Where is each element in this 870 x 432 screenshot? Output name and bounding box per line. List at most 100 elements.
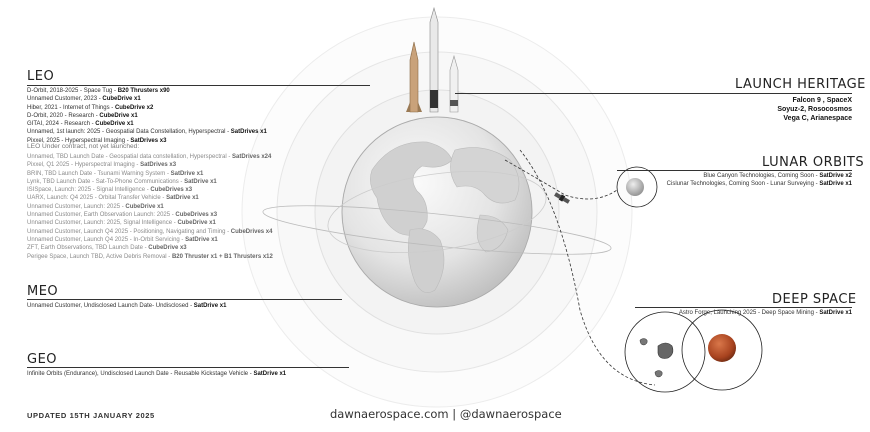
list-item: Infinite Orbits (Endurance), Undisclosed…: [27, 370, 286, 378]
list-item-drive: SatDrive x1: [184, 178, 217, 185]
updated-date: UPDATED 15TH JANUARY 2025: [27, 411, 155, 420]
rocket-icon: [429, 6, 439, 113]
list-item: UARX, Launch: Q4 2025 - Orbital Transfer…: [27, 194, 273, 202]
list-item-text: Perigee Space, Launch TBD, Active Debris…: [27, 253, 172, 260]
list-item-text: ISISpace, Launch: 2025 - Signal Intellig…: [27, 187, 151, 194]
meo-rule: [27, 299, 342, 300]
asteroid-icon: [639, 338, 648, 346]
meo-title: MEO: [27, 284, 59, 299]
geo-list: Infinite Orbits (Endurance), Undisclosed…: [27, 370, 286, 378]
lunar-orbits-list: Blue Canyon Technologies, Coming Soon - …: [667, 172, 852, 189]
list-item-text: Unnamed Customer, Launch Q4 2025 - In-Or…: [27, 236, 186, 243]
list-item-drive: Soyuz-2, Rosocosmos: [777, 106, 852, 113]
list-item-text: Infinite Orbits (Endurance), Undisclosed…: [27, 371, 254, 377]
orbit-ellipse: [327, 170, 547, 254]
list-item-drive: SatDrive x1: [185, 236, 218, 243]
list-item-drive: B20 Thruster x1 + B1 Thrusters x12: [171, 253, 273, 260]
list-item-text: Unnamed Customer, 2023 -: [27, 96, 103, 103]
asteroid-icon: [657, 342, 674, 359]
list-item: Unnamed Customer, Launch Q4 2025 - Posit…: [27, 228, 273, 236]
list-item-drive: SatDrive x1: [819, 181, 852, 188]
list-item-text: Unnamed, 1st launch: 2025 - Geospatial D…: [27, 129, 231, 136]
list-item-text: D-Orbit, 2018-2025 - Space Tug -: [27, 88, 118, 94]
orbit-ellipse: [262, 205, 612, 255]
deep-space-rule: [635, 307, 852, 308]
list-item-drive: SatDrive x1: [193, 303, 227, 309]
list-item-drive: SatDrives x3: [130, 137, 167, 144]
list-item: Unnamed Customer, Undisclosed Launch Dat…: [27, 302, 226, 310]
launch-heritage-title: LAUNCH HERITAGE: [735, 77, 866, 92]
geo-rule: [27, 367, 349, 368]
list-item: Pixxel, Q1 2025 - Hyperspectral Imaging …: [27, 161, 273, 169]
list-item-text: Unnamed Customer, Launch Q4 2025 - Posit…: [27, 228, 231, 235]
leo-contracted-list: Unnamed, TBD Launch Date - Geospatial da…: [27, 153, 273, 261]
list-item-text: BRIN, TBD Launch Date - Tsunami Warning …: [27, 170, 171, 177]
list-item: Cislunar Technologies, Coming Soon - Lun…: [667, 180, 852, 188]
rocket-icon: [449, 54, 459, 113]
list-item-drive: CubeDrive x1: [177, 220, 216, 227]
list-item: ISISpace, Launch: 2025 - Signal Intellig…: [27, 186, 273, 194]
list-item-text: Unnamed Customer, Launch: 2025, Signal I…: [27, 220, 178, 227]
list-item: Unnamed, 1st launch: 2025 - Geospatial D…: [27, 128, 267, 136]
asteroid-icon: [654, 370, 663, 378]
list-item-drive: SatDrive x1: [819, 310, 852, 316]
lunar-transfer-path: [504, 159, 618, 200]
list-item: Soyuz-2, Rosocosmos: [777, 105, 852, 114]
list-item: D-Orbit, 2018-2025 - Space Tug - B20 Thr…: [27, 87, 267, 95]
list-item: Unnamed Customer, Earth Observation Laun…: [27, 211, 273, 219]
list-item-drive: B20 Thrusters x90: [117, 88, 170, 94]
list-item-drive: SatDrive x1: [170, 170, 204, 177]
list-item: Unnamed Customer, Launch Q4 2025 - In-Or…: [27, 236, 273, 244]
list-item-drive: CubeDrive x1: [102, 96, 141, 103]
launch-heritage-rule: [455, 93, 852, 94]
list-item-text: Pixxel, Q1 2025 - Hyperspectral Imaging …: [27, 162, 141, 169]
leo-active-list: D-Orbit, 2018-2025 - Space Tug - B20 Thr…: [27, 87, 267, 145]
list-item: Perigee Space, Launch TBD, Active Debris…: [27, 253, 273, 261]
list-item-drive: SatDrive x1: [253, 371, 287, 377]
list-item-text: GITAI, 2024 - Research -: [27, 121, 96, 128]
deep-space-list: Astro Forge, Launching 2025 - Deep Space…: [679, 309, 852, 317]
list-item-text: Unnamed Customer, Earth Observation Laun…: [27, 212, 176, 219]
lunar-orbits-rule: [617, 170, 852, 171]
deep-space-orbit-ring: [681, 309, 763, 391]
mars-planet-icon: [708, 334, 736, 362]
list-item-text: UARX, Launch: Q4 2025 - Orbital Transfer…: [27, 195, 167, 202]
list-item-text: Astro Forge, Launching 2025 - Deep Space…: [678, 310, 820, 316]
list-item-text: Pixxel, 2025 - Hyperspectral Imaging -: [27, 137, 131, 144]
list-item: BRIN, TBD Launch Date - Tsunami Warning …: [27, 170, 273, 178]
lunar-orbit-ring: [616, 166, 658, 208]
list-item-text: Cislunar Technologies, Coming Soon - Lun…: [666, 181, 820, 188]
list-item: D-Orbit, 2020 - Research - CubeDrive x1: [27, 112, 267, 120]
list-item: GITAI, 2024 - Research - CubeDrive x1: [27, 120, 267, 128]
list-item-drive: CubeDrive x1: [95, 121, 134, 128]
list-item-drive: SatDrive x1: [166, 195, 199, 202]
list-item: ZFT, Earth Observations, TBD Launch Date…: [27, 244, 273, 252]
list-item: Pixxel, 2025 - Hyperspectral Imaging - S…: [27, 137, 267, 145]
list-item: Unnamed Customer, 2023 - CubeDrive x1: [27, 95, 267, 103]
list-item: Blue Canyon Technologies, Coming Soon - …: [667, 172, 852, 180]
list-item-drive: CubeDrive x3: [148, 245, 187, 252]
geo-title: GEO: [27, 352, 58, 367]
list-item-drive: CubeDrive x1: [125, 203, 164, 210]
list-item-drive: CubeDrives x3: [150, 187, 193, 194]
list-item-text: Blue Canyon Technologies, Coming Soon -: [703, 173, 820, 179]
list-item: Unnamed, TBD Launch Date - Geospatial da…: [27, 153, 273, 161]
list-item-drive: SatDrives x1: [230, 129, 267, 136]
list-item-drive: SatDrive x2: [819, 173, 852, 179]
satellite-icon: [554, 192, 570, 204]
list-item-text: Lynk, TBD Launch Date - Sat-To-Phone Com…: [27, 178, 185, 185]
meo-list: Unnamed Customer, Undisclosed Launch Dat…: [27, 302, 226, 310]
list-item-text: Unnamed Customer, Launch: 2025 -: [27, 203, 126, 210]
list-item: Vega C, Arianespace: [777, 114, 852, 123]
list-item-drive: CubeDrives x3: [175, 212, 218, 219]
leo-rule: [27, 85, 370, 86]
list-item: Falcon 9 , SpaceX: [777, 96, 852, 105]
website-link[interactable]: dawnaerospace.com | @dawnaerospace: [330, 407, 562, 421]
list-item-drive: SatDrives x24: [232, 154, 272, 160]
list-item: Hiber, 2021 - Internet of Things - CubeD…: [27, 104, 267, 112]
list-item: Lynk, TBD Launch Date - Sat-To-Phone Com…: [27, 178, 273, 186]
deep-space-orbit-ring: [624, 311, 706, 393]
